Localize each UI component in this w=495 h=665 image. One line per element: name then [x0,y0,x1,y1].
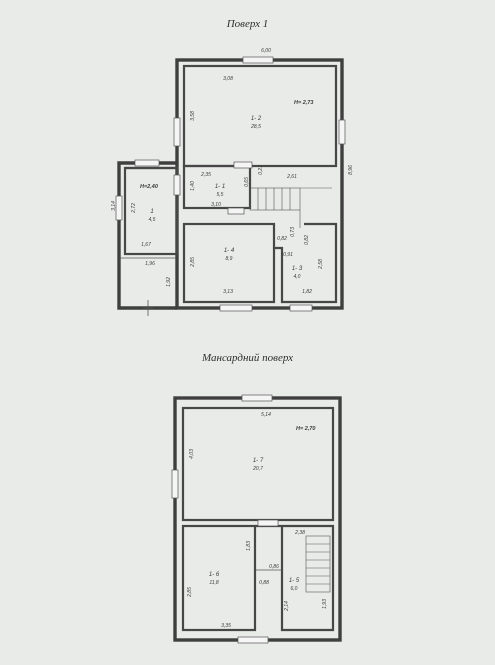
room-1-7-wall [181,406,335,522]
dim-annex-width-b: 1,96 [145,261,155,267]
floor1-window-bottom2 [289,304,313,312]
floor1-outer-wall [175,58,344,310]
dim-r16-depth-b: 1,83 [246,541,252,551]
dim-r12-width: 3,08 [223,76,233,82]
room-1-3-wall [274,222,338,304]
floor1-window-right [338,119,346,145]
dim-r14-width: 3,13 [223,289,233,295]
floor1-annex-height: H=2,40 [140,184,158,190]
dim-small-b: 0,73 [290,227,296,237]
dim-stair-width: 2,61 [286,174,297,180]
floor2-door-1-7 [257,519,279,527]
dim-overall-depth: 8,96 [348,165,354,175]
floor1-window-left2 [173,174,181,196]
floor1-stair [249,187,301,211]
dim-f2-top-width: 5,14 [261,412,271,418]
dim-r11-side-b: 0,21 [258,165,264,175]
dim-r13-width: 1,82 [302,289,312,295]
floor1-door-1-4 [227,207,245,215]
dim-r11-depth: 1,40 [190,181,196,191]
floor2-window-left [171,469,179,499]
dim-r12-depth: 3,58 [190,111,196,121]
room-1-4-area: 8,9 [226,256,233,262]
room-1-7-id: 1- 7 [253,458,264,464]
room-1-5-area: 6,0 [291,586,298,592]
room-1-2-wall [182,64,338,168]
dim-r11-width-b: 3,10 [211,202,221,208]
dim-annex-room-depth: 2,72 [131,203,137,214]
room-1-3-id: 1- 3 [292,266,303,272]
dim-f2-stair-width: 2,38 [294,530,305,536]
floor2-stair [305,535,331,593]
floor1-main-height: H= 2,73 [294,100,313,106]
annex-room-wall [123,166,179,256]
dim-f2-small-a: 0,88 [259,580,269,586]
room-1-4-wall [182,222,276,304]
floor1-window-left [173,117,181,147]
room-1-6-area: 11,8 [209,580,219,586]
floor2-title: Мансардний поверх [201,352,293,364]
room-1-3-area: 4,0 [294,274,301,280]
room-1-area: 4,5 [149,217,156,223]
dim-r14-depth: 2,85 [190,257,196,268]
room-1-4-id: 1- 4 [224,248,235,254]
dim-annex-width: 1,67 [141,242,151,248]
dim-r15-depth-b: 1,93 [322,599,328,609]
room-1-2-area: 28,5 [250,124,261,130]
dim-overall-width: 6,00 [261,48,271,54]
dim-r16-width: 3,35 [221,623,231,629]
room-1-id: 1 [150,209,153,215]
floor1-door-1-1 [233,161,253,169]
floor2-window-bottom [237,636,269,644]
room-1-6-wall [181,524,257,632]
dim-small-d: 0,91 [283,252,293,258]
room-1-1-wall [182,164,252,210]
floor1-window-annex-side [115,195,123,221]
dim-r13-depth: 2,58 [318,259,324,270]
floor1-window-bottom [219,304,253,312]
dim-r15-depth: 2,14 [284,601,290,612]
room-1-1-area: 5,5 [217,192,224,198]
floor1-plan: 1- 2 28,5 1- 1 5,5 1 4,5 1- 4 8,9 1- 3 4… [111,48,354,316]
floor2-plan: 1- 7 20,7 1- 6 11,8 1- 5 6,0 H= 2,70 5,1… [171,394,342,644]
dim-r17-depth: 4,03 [189,449,195,459]
dim-small-c: 0,82 [304,235,310,245]
dim-small-a: 0,82 [277,236,287,242]
floor2-height: H= 2,70 [296,426,315,432]
dim-r16-depth: 2,85 [187,587,193,598]
room-1-7-area: 20,7 [252,466,263,472]
dim-r11-side: 0,65 [244,177,250,187]
floor1-title: Поверх 1 [226,18,269,30]
room-1-6-id: 1- 6 [209,572,220,578]
dim-annex-below: 1,92 [166,277,172,287]
room-1-2-id: 1- 2 [251,116,262,122]
dim-annex-depth: 3,14 [111,201,117,211]
room-1-1-id: 1- 1 [215,184,225,190]
floor1-window-top [242,56,274,64]
floor2-window-top [241,394,273,402]
dim-r11-width: 2,35 [200,172,211,178]
room-1-5-id: 1- 5 [289,578,300,584]
floor1-window-annex [134,159,160,167]
dim-f2-small-b: 0,86 [269,564,279,570]
